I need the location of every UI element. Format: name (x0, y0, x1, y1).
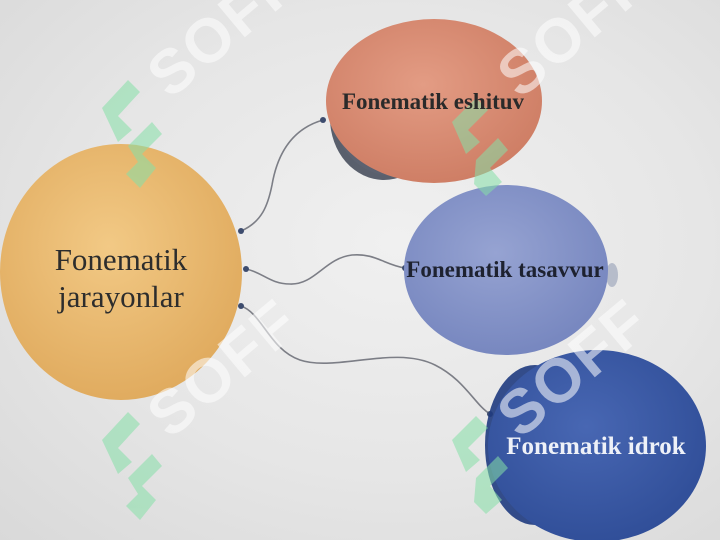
node-eshituv (326, 19, 542, 183)
node-eshituv-group (326, 19, 542, 183)
node-idrok (488, 350, 706, 540)
connector-tasavvur (245, 254, 406, 285)
node-tasavvur (404, 185, 608, 355)
connector-idrok (240, 305, 491, 415)
node-idrok-label: Fonematik idrok (506, 433, 686, 460)
connectors (240, 119, 491, 415)
svg-text:SOFF: SOFF (135, 0, 312, 111)
watermark-logo-icon (102, 80, 508, 520)
node-tasavvur-label: Fonematik tasavvur (406, 257, 604, 283)
connector-eshituv (240, 119, 324, 232)
center-node-label: Fonematik jarayonlar (54, 241, 188, 314)
node-eshituv-label: Fonematik eshituv (341, 89, 525, 115)
node-idrok-group (485, 350, 706, 540)
center-node (0, 144, 242, 400)
node-tasavvur-group (404, 185, 618, 355)
